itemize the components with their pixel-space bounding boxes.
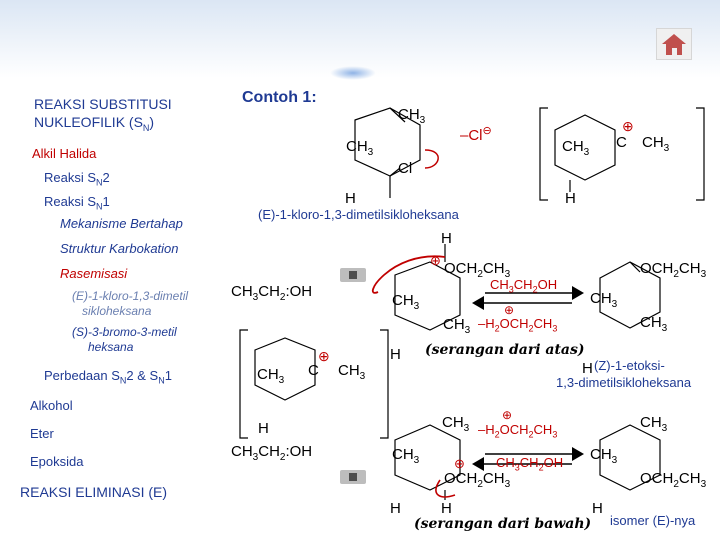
- label-h-bottom: H: [441, 500, 452, 517]
- label-ch3-mid: CH3: [392, 292, 420, 312]
- cl-leaving-arrow: [424, 149, 439, 169]
- label-ch3-bracket-right: CH3: [338, 362, 366, 382]
- sound-icon[interactable]: [340, 268, 366, 282]
- attack-arrow-top: [371, 255, 446, 294]
- sidebar-item-epoksida[interactable]: Epoksida: [30, 454, 84, 469]
- label-h-cation: H: [565, 190, 576, 207]
- label-och2ch3-product-bottom: OCH2CH3: [640, 470, 707, 490]
- sidebar-item-bromo[interactable]: (S)-3-bromo-3-metil: [72, 325, 177, 339]
- intermediate-ring: [394, 244, 461, 331]
- label-c-bracket: C: [308, 362, 319, 379]
- label-ch3-top: CH3: [398, 106, 426, 126]
- label-plus-top: ⊕: [622, 118, 634, 134]
- product-ring-bottom: [599, 424, 661, 491]
- label-ch3-left: CH3: [346, 138, 374, 158]
- label-ethanol-left: CH3CH2:OH: [231, 283, 313, 303]
- reactant-ring: [354, 107, 421, 198]
- label-ch3-cation: CH3: [562, 138, 590, 158]
- sidebar-item-sn1[interactable]: Reaksi SN1: [44, 194, 110, 212]
- label-ch3-bottom-top: CH3: [442, 414, 470, 434]
- label-ch3-product-bottom: CH3: [590, 446, 618, 466]
- sidebar-item-faded-1[interactable]: (E)-1-kloro-1,3-dimetil: [72, 289, 189, 303]
- intermediate-ring-bottom: [394, 424, 461, 500]
- home-icon: [662, 34, 686, 55]
- home-button[interactable]: [656, 28, 692, 60]
- product-ring-top: [599, 261, 661, 329]
- carbocation-bracket: [539, 107, 705, 201]
- label-ethanol-small-top: CH3CH2OH: [490, 277, 558, 295]
- label-h-mid: H: [390, 346, 401, 363]
- carbocation-bracket-2: [239, 329, 389, 439]
- label-cl: Cl: [398, 160, 413, 177]
- sidebar-item-mekanisme[interactable]: Mekanisme Bertahap: [60, 216, 183, 231]
- sidebar-item-struktur[interactable]: Struktur Karbokation: [60, 241, 179, 256]
- label-c-cation: C: [616, 134, 627, 151]
- label-ch3-product-top-2: CH3: [640, 314, 668, 334]
- glow-decoration: [330, 66, 376, 80]
- sidebar-title-line2: NUKLEOFILIK (SN): [34, 114, 155, 133]
- label-och2ch3-bottom: OCH2CH3: [444, 470, 511, 490]
- label-ethanol-left-bottom: CH3CH2:OH: [231, 443, 313, 463]
- label-h-product-top: H: [582, 360, 593, 377]
- example-heading: Contoh 1:: [242, 89, 317, 106]
- equilibrium-arrow-bottom: [472, 447, 584, 471]
- sidebar-item-perbedaan[interactable]: Perbedaan SN2 & SN1: [44, 368, 172, 386]
- sidebar-item-eter[interactable]: Eter: [30, 426, 54, 441]
- label-ethanol-small-bottom: CH3CH2OH: [496, 455, 564, 473]
- isomer-note: isomer (E)-nya: [610, 513, 696, 528]
- product-name-1: (Z)-1-etoksi-: [594, 358, 665, 373]
- attack-arrow-bottom: [435, 479, 456, 498]
- attack-top-label: (serangan dari atas): [425, 342, 585, 358]
- label-ch3-product-bottom-top: CH3: [640, 414, 668, 434]
- product-name-2: 1,3-dimetilsikloheksana: [556, 375, 692, 390]
- label-plus-bracket: ⊕: [318, 348, 330, 364]
- label-loss-top: –H2OCH2CH3: [478, 316, 558, 334]
- sidebar-title-line1: REAKSI SUBSTITUSI: [34, 96, 172, 112]
- sidebar-item-sn2[interactable]: Reaksi SN2: [44, 170, 110, 188]
- reactant-name: (E)-1-kloro-1,3-dimetilsikloheksana: [258, 207, 459, 222]
- label-ch3-product-top: CH3: [590, 290, 618, 310]
- label-plus-loss-bottom: ⊕: [502, 408, 513, 422]
- label-ch3-mid-bottom: CH3: [443, 316, 471, 336]
- label-h-top: H: [441, 230, 452, 247]
- label-ch3-cation-right: CH3: [642, 134, 670, 154]
- label-ch3-bracket: CH3: [257, 366, 285, 386]
- label-plus-loss-top: ⊕: [504, 303, 515, 317]
- sidebar-item-bromo-2: heksana: [88, 340, 134, 354]
- sidebar-item-alkil-halida[interactable]: Alkil Halida: [32, 146, 97, 161]
- attack-bottom-label: (serangan dari bawah): [414, 516, 592, 532]
- label-h-product-bottom: H: [592, 500, 603, 517]
- label-ch3-bottom-mid: CH3: [392, 446, 420, 466]
- sound-icon[interactable]: [340, 470, 366, 484]
- equilibrium-arrow-top: [472, 286, 584, 310]
- sidebar-item-rasemisasi[interactable]: Rasemisasi: [60, 266, 128, 281]
- sidebar-item-alkohol[interactable]: Alkohol: [30, 398, 73, 413]
- label-minus-cl: –Cl⊖: [460, 125, 492, 144]
- label-loss-bottom: –H2OCH2CH3: [478, 422, 558, 440]
- label-plus-oxonium-bottom: ⊕: [454, 456, 465, 471]
- header-strip: [0, 0, 720, 78]
- sidebar-item-eliminasi[interactable]: REAKSI ELIMINASI (E): [20, 484, 168, 500]
- label-h-bracket: H: [258, 420, 269, 437]
- label-h-bottom-left: H: [390, 500, 401, 517]
- label-och2ch3-product-top: OCH2CH3: [640, 260, 707, 280]
- label-h-reactant: H: [345, 190, 356, 207]
- sidebar-item-faded-2: sikloheksana: [82, 304, 152, 318]
- label-plus-oxonium: ⊕: [430, 253, 441, 268]
- label-och2ch3-top: OCH2CH3: [444, 260, 511, 280]
